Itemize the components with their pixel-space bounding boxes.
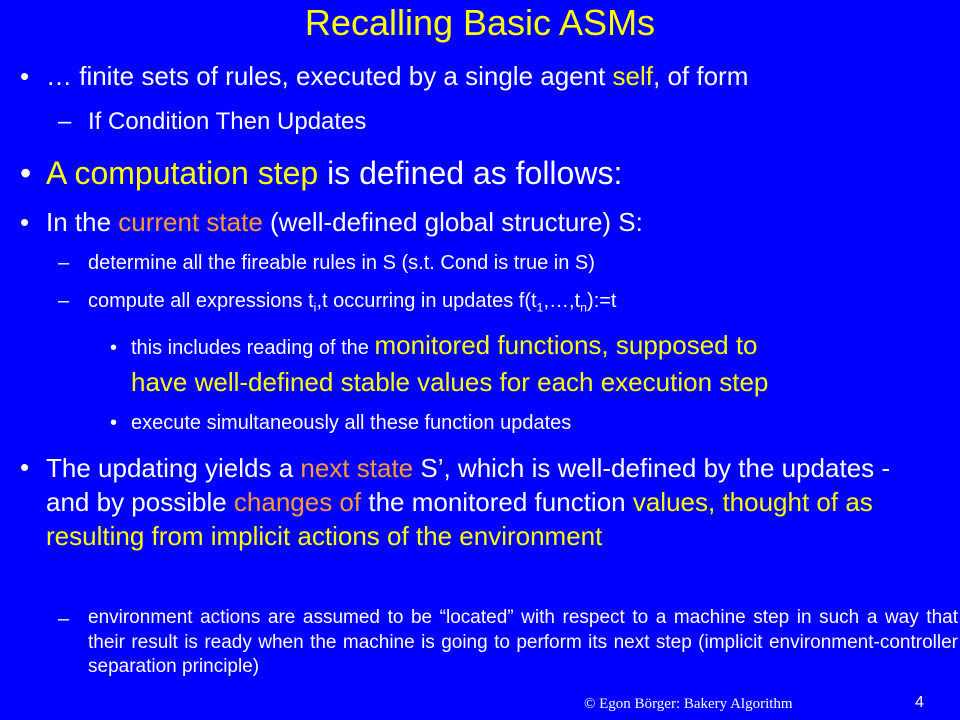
bullet-3-text: In the	[46, 207, 119, 237]
bullet-1-text-end: , of form	[653, 61, 749, 91]
expr-subscript: n	[580, 300, 588, 315]
bullet-4-text-mid: S’, which is well-defined by the updates…	[46, 453, 891, 517]
bullet-2: A computation step is defined as follows…	[46, 154, 622, 192]
bullet-2-text: is defined as follows:	[318, 155, 623, 191]
bullet-3: In the current state (well-defined globa…	[46, 206, 643, 238]
bullet-1: … finite sets of rules, executed by a si…	[46, 60, 748, 92]
slide-title: Recalling Basic ASMs	[304, 2, 656, 43]
bullet-3-sub-2-a: this includes reading of the monitored f…	[131, 330, 758, 363]
bullet-3-sub-2-b: execute simultaneously all these functio…	[131, 412, 572, 434]
bullet-4-highlight-values: values, thought of as resulting from imp…	[46, 487, 873, 551]
bullet-4-text-mid2: the monitored function	[361, 487, 633, 517]
bullet-1-highlight: self	[612, 61, 654, 91]
bullet-3-sub-1: determine all the fireable rules in S (s…	[88, 252, 595, 274]
bullet-4-sub: environment actions are assumed to be “l…	[88, 607, 958, 677]
bullet-marker: •	[20, 452, 30, 482]
dash-marker: –	[58, 290, 70, 312]
bullet-4-text: The updating yields a	[46, 453, 301, 483]
bullet-marker: •	[20, 155, 32, 191]
bullet-4: The updating yields a next state S’, whi…	[46, 451, 926, 553]
bullet-4-highlight-changes: changes of	[233, 487, 362, 517]
sub-bullet-highlight-end: , supposed to	[601, 330, 758, 360]
bullet-marker: •	[110, 337, 118, 359]
sub-bullet-highlight: monitored functions	[374, 330, 602, 360]
dash-marker: –	[58, 108, 72, 135]
expr-text: ,t occurring in updates f(t	[316, 290, 537, 312]
expr-subscript: 1	[536, 300, 544, 315]
footer-credit: © Egon Börger: Bakery Algorithm	[584, 696, 793, 712]
dash-marker: –	[58, 252, 70, 274]
dash-marker: –	[58, 608, 70, 630]
page-number: 4	[915, 694, 924, 711]
bullet-3-sub-2-a-line2: have well-defined stable values for each…	[131, 367, 769, 397]
bullet-marker: •	[20, 207, 30, 237]
sub-bullet-text: this includes reading of the	[131, 337, 375, 359]
bullet-marker: •	[20, 61, 30, 91]
bullet-3-highlight: current state	[118, 207, 263, 237]
bullet-1-text: … finite sets of rules, executed by a si…	[46, 61, 613, 91]
expr-text: ,…,t	[543, 290, 581, 312]
bullet-2-highlight: A computation step	[46, 155, 319, 191]
expr-text: compute all expressions t	[88, 290, 314, 312]
bullet-3-text-end: (well-defined global structure) S:	[262, 207, 643, 237]
bullet-4-highlight-next-state: next state	[300, 453, 414, 483]
bullet-1-sub: If Condition Then Updates	[88, 108, 367, 135]
bullet-3-sub-2: compute all expressions ti,t occurring i…	[88, 288, 616, 320]
bullet-marker: •	[110, 412, 118, 434]
expr-subscript: i	[313, 300, 317, 315]
expr-text: ):=t	[587, 290, 617, 312]
